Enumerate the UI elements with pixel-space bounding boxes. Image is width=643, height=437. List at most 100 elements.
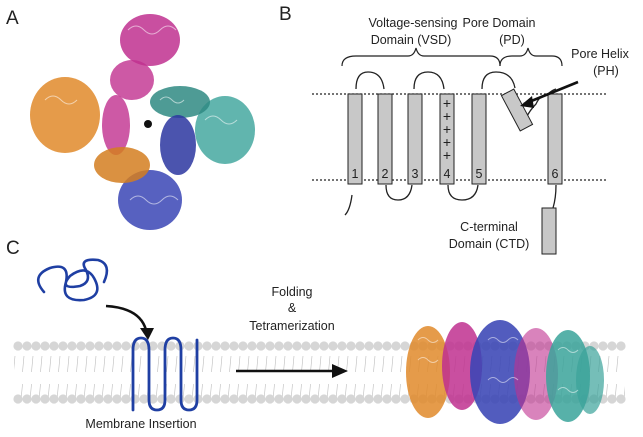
folding-label: Folding	[272, 285, 313, 299]
lipid-headgroup	[607, 394, 617, 404]
lipid-headgroup	[166, 394, 176, 404]
tetramerization-label: Tetramerization	[249, 319, 334, 333]
segment-s1	[347, 93, 363, 185]
lipid-headgroup	[148, 394, 158, 404]
segment-s4	[439, 93, 455, 185]
panel-c: C Membrane Insertion Folding & Tetrameri…	[6, 238, 626, 431]
tm-segments	[347, 88, 563, 185]
lipid-headgroup	[382, 341, 392, 351]
gating-charge: +	[443, 147, 451, 163]
panel-b: B Voltage-sensing Domain (VSD) Pore Doma…	[279, 4, 630, 255]
lipid-headgroup	[256, 341, 266, 351]
lipid-headgroup	[328, 394, 338, 404]
lipid-headgroup	[229, 341, 239, 351]
lipid-headgroup	[364, 394, 374, 404]
lipid-headgroup	[310, 341, 320, 351]
gating-charge: +	[443, 134, 451, 150]
s4-gating-charges: + + + + +	[443, 95, 451, 163]
lipid-headgroup	[112, 394, 122, 404]
lipid-headgroup	[310, 394, 320, 404]
lipid-headgroup	[40, 341, 50, 351]
vsd-brace	[341, 47, 501, 67]
pd-label-line2: (PD)	[499, 33, 525, 47]
ctd-label-line2: Domain (CTD)	[449, 237, 530, 251]
lipid-headgroup	[121, 394, 131, 404]
lipid-headgroup	[49, 341, 59, 351]
ampersand-label: &	[288, 301, 297, 315]
lipid-headgroup	[364, 341, 374, 351]
lipid-headgroup	[355, 341, 365, 351]
lipid-headgroup	[220, 341, 230, 351]
lipid-headgroup	[121, 341, 131, 351]
lipid-headgroup	[211, 394, 221, 404]
lipid-headgroup	[166, 341, 176, 351]
segment-number-2: 2	[382, 167, 389, 181]
pore-helix-arrow	[520, 80, 579, 108]
lipid-headgroup	[301, 341, 311, 351]
ctd-label-line1: C-terminal	[460, 220, 518, 234]
lipid-headgroup	[139, 341, 149, 351]
lipid-headgroup	[67, 394, 77, 404]
ion-in-pore	[144, 120, 152, 128]
channel-top-view	[30, 14, 255, 230]
lipid-headgroup	[76, 341, 86, 351]
segment-s3	[407, 93, 423, 185]
pd-brace	[499, 47, 563, 67]
lipid-headgroup	[112, 341, 122, 351]
panel-a-label: A	[6, 8, 19, 29]
segment-number-4: 4	[444, 167, 451, 181]
lipid-headgroup	[67, 341, 77, 351]
lipid-headgroup	[328, 341, 338, 351]
pore-helix	[500, 88, 534, 132]
lipid-headgroup	[58, 341, 68, 351]
folding-arrow	[236, 364, 348, 378]
lipid-headgroup	[292, 394, 302, 404]
segment-number-1: 1	[352, 167, 359, 181]
lipid-headgroup	[391, 394, 401, 404]
assembled-channel-side-view	[406, 320, 604, 424]
lipid-headgroup	[283, 341, 293, 351]
lipid-headgroup	[22, 394, 32, 404]
lipid-headgroup	[616, 394, 626, 404]
lipid-headgroup	[337, 394, 347, 404]
lipid-headgroup	[400, 341, 410, 351]
lipid-headgroup	[382, 394, 392, 404]
segment-s2	[377, 93, 393, 185]
lipid-headgroup	[598, 341, 608, 351]
lipid-headgroup	[94, 394, 104, 404]
lipid-headgroup	[13, 394, 23, 404]
segment-number-3: 3	[412, 167, 419, 181]
panel-c-label: C	[6, 238, 20, 259]
lipid-headgroup	[31, 341, 41, 351]
lipid-headgroup	[94, 341, 104, 351]
lipid-headgroup	[76, 394, 86, 404]
ph-label-line1: Pore Helix	[571, 47, 629, 61]
ph-label-line2: (PH)	[593, 64, 619, 78]
lipid-headgroup	[31, 394, 41, 404]
lipid-headgroup	[22, 341, 32, 351]
gating-charge: +	[443, 95, 451, 111]
inserted-polypeptide	[131, 336, 199, 412]
lipid-headgroup	[238, 341, 248, 351]
vsd-label-line2: Domain (VSD)	[371, 33, 452, 47]
lipid-headgroup	[265, 341, 275, 351]
panel-a: A	[6, 8, 255, 230]
lipid-headgroup	[247, 394, 257, 404]
lipid-headgroup	[85, 341, 95, 351]
segment-s5	[471, 93, 487, 185]
gating-charge: +	[443, 108, 451, 124]
lipid-headgroup	[238, 394, 248, 404]
lipid-headgroup	[202, 394, 212, 404]
lipid-headgroup	[202, 341, 212, 351]
lipid-headgroup	[400, 394, 410, 404]
lipid-headgroup	[274, 341, 284, 351]
membrane-insertion-label: Membrane Insertion	[85, 417, 196, 431]
gating-charge: +	[443, 121, 451, 137]
lipid-headgroup	[256, 394, 266, 404]
lipid-headgroup	[40, 394, 50, 404]
pd-label-line1: Pore Domain	[463, 16, 536, 30]
lipid-headgroup	[355, 394, 365, 404]
insertion-arrow	[105, 304, 154, 340]
lipid-headgroup	[301, 394, 311, 404]
lipid-headgroup	[184, 341, 194, 351]
